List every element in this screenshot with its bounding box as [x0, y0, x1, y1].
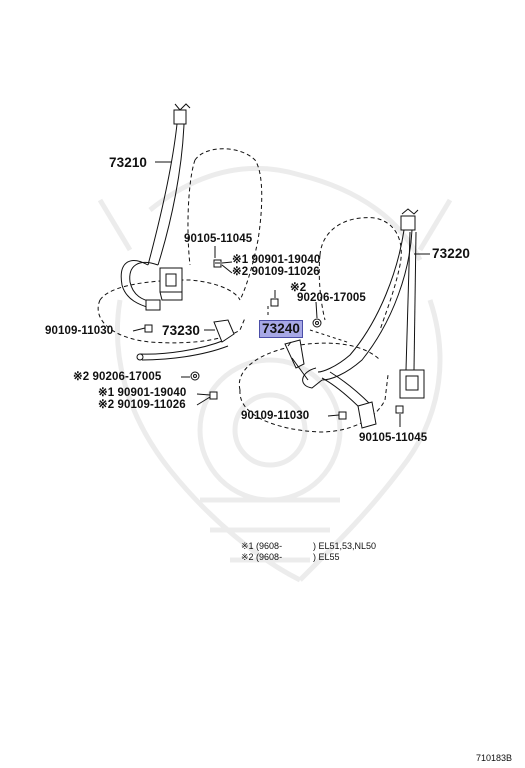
label-90105-11045-bottom[interactable]: 90105-11045	[359, 432, 428, 444]
label-73210[interactable]: 73210	[109, 155, 148, 170]
label-90105-11045-top[interactable]: 90105-11045	[184, 233, 253, 245]
fasteners	[144, 259, 404, 420]
note-1-code: ※1 (9608-	[241, 541, 283, 551]
nut-icon	[312, 318, 322, 328]
label-90206-17005-right[interactable]: 90206-17005	[297, 292, 366, 304]
note-1-models: ) EL51,53,NL50	[313, 541, 377, 551]
figure-id: 710183B	[476, 753, 513, 763]
label-90206-17005-left[interactable]: ※2 90206-17005	[73, 371, 162, 383]
label-90109-11030-left[interactable]: 90109-11030	[45, 325, 114, 337]
note-2-code: ※2 (9608-	[241, 552, 283, 562]
part-73230-buckle-drawing	[136, 319, 235, 361]
bolt-icon	[338, 411, 347, 420]
label-73230[interactable]: 73230	[162, 323, 201, 338]
bolt-icon	[270, 298, 279, 307]
label-90109-11026-left[interactable]: ※2 90109-11026	[98, 399, 186, 411]
label-90901-19040-left[interactable]: ※1 90901-19040	[98, 387, 187, 399]
bolt-icon	[209, 391, 218, 400]
label-90109-11030-bottom[interactable]: 90109-11030	[241, 410, 310, 422]
label-mark-2-right: ※2	[290, 282, 307, 294]
bolt-icon	[144, 324, 153, 333]
note-2-models: ) EL55	[313, 552, 340, 562]
label-73220[interactable]: 73220	[432, 246, 471, 261]
bolt-icon	[213, 259, 222, 268]
label-73240-highlighted[interactable]: 73240	[259, 320, 304, 338]
label-90109-11026-right[interactable]: ※2 90109-11026	[232, 266, 320, 278]
nut-icon	[190, 371, 200, 381]
part-73240-buckle-drawing	[284, 339, 377, 429]
bolt-icon	[395, 405, 404, 414]
leader-lines	[132, 161, 430, 427]
part-73220-belt-drawing	[302, 208, 425, 399]
right-seat-outline	[238, 217, 402, 433]
left-seat-outline	[97, 148, 263, 344]
part-73210-belt-drawing	[120, 103, 191, 311]
watermark-emblem-icon	[97, 165, 453, 583]
label-90901-19040-right[interactable]: ※1 90901-19040	[232, 254, 321, 266]
